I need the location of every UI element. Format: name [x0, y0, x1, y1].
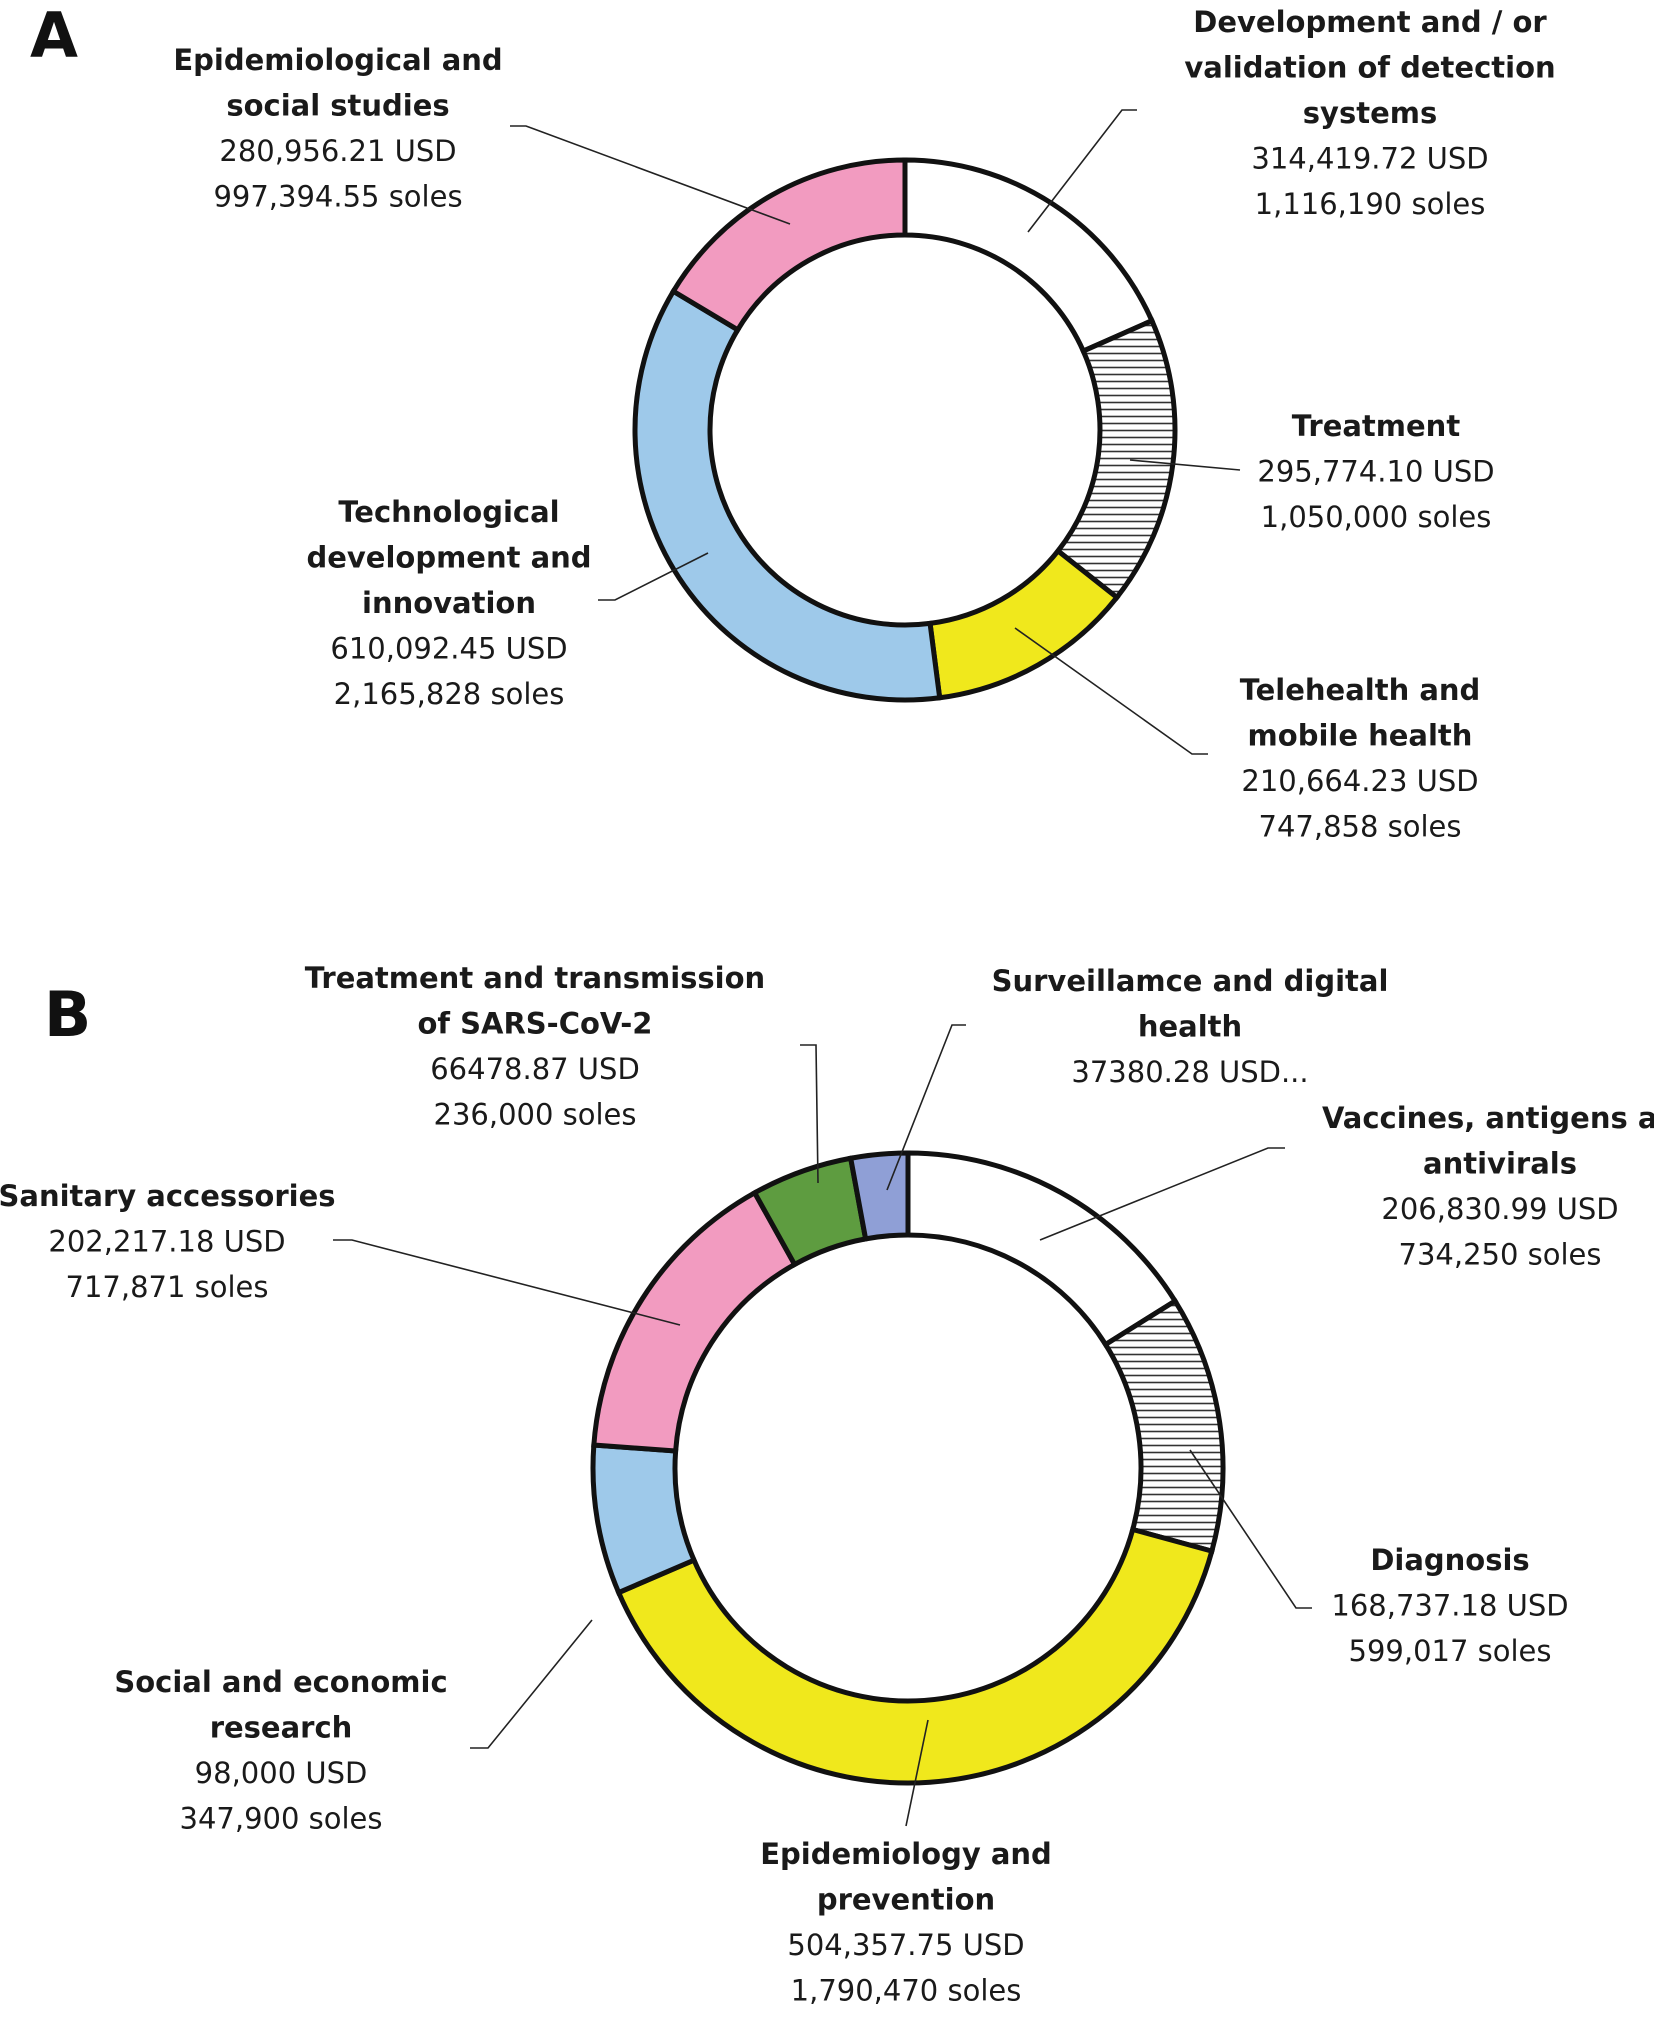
slice-label-social-and-economic-research-0: Social and economic [114, 1665, 447, 1699]
label-group-technological-development-and-innovation: Technological development and innovation 61… [306, 495, 709, 711]
label-group-epidemiological-and-social-studies: Epidemiological and social studies 280,956… [173, 43, 791, 225]
slice-label-technological-development-and-innovation-1: development and [306, 541, 591, 575]
slice-value-epidemiology-and-prevention-1: 1,790,470 soles [791, 1974, 1022, 2008]
slice-label-treatment-0: Treatment [1292, 409, 1461, 443]
slice-value-development-and-or-validation-of-detection-systems-0: 314,419.72 USD [1251, 142, 1488, 176]
slice-label-development-and-or-validation-of-detection-systems-2: systems [1303, 96, 1437, 130]
leader-line-social-and-economic-research [470, 1619, 593, 1749]
slice-label-treatment-and-transmission-of-sars-cov-2-1: of SARS-CoV-2 [418, 1007, 653, 1041]
leader-line-telehealth-and-mobile-health [1014, 627, 1208, 755]
slice-value-telehealth-and-mobile-health-0: 210,664.23 USD [1241, 764, 1478, 798]
slice-development-and-or-validation-of-detection-systems [902, 157, 1156, 355]
slice-value-telehealth-and-mobile-health-1: 747,858 soles [1259, 810, 1462, 844]
label-group-social-and-economic-research: Social and economic research 98,000 USD 347… [114, 1619, 593, 1836]
slice-sanitary-accessories [591, 1189, 799, 1454]
label-group-telehealth-and-mobile-health: Telehealth and mobile health 210,664.23 US… [1014, 627, 1481, 844]
slice-telehealth-and-mobile-health [927, 547, 1121, 701]
slice-label-diagnosis-0: Diagnosis [1370, 1543, 1529, 1577]
leader-line-treatment [1129, 459, 1241, 471]
slice-label-epidemiology-and-prevention-1: prevention [817, 1883, 995, 1917]
slice-value-treatment-and-transmission-of-sars-cov-2-1: 236,000 soles [434, 1098, 637, 1132]
slice-label-technological-development-and-innovation-2: innovation [362, 586, 536, 620]
slice-value-sanitary-accessories-0: 202,217.18 USD [48, 1225, 285, 1259]
donut-chart-a: Development and / or validation of detect… [173, 5, 1555, 844]
slice-value-vaccines-antigens-an-antivirals-0: 206,830.99 USD [1381, 1192, 1618, 1226]
slice-value-treatment-and-transmission-of-sars-cov-2-0: 66478.87 USD [430, 1052, 640, 1086]
leader-line-treatment-and-transmission-of-sars-cov-2 [800, 1044, 819, 1184]
slice-label-vaccines-antigens-an-antivirals-1: antivirals [1423, 1147, 1577, 1181]
label-group-diagnosis: Diagnosis 168,737.18 USD 599,017 soles [1189, 1449, 1569, 1668]
slice-value-treatment-1: 1,050,000 soles [1261, 500, 1492, 534]
slice-label-telehealth-and-mobile-health-1: mobile health [1248, 719, 1473, 753]
slice-value-technological-development-and-innovation-0: 610,092.45 USD [330, 632, 567, 666]
slice-value-social-and-economic-research-0: 98,000 USD [195, 1756, 368, 1790]
panel-letter-a: A [30, 0, 78, 72]
slice-label-treatment-and-transmission-of-sars-cov-2-0: Treatment and transmission [305, 961, 765, 995]
label-group-treatment-and-transmission-of-sars-cov-2: Treatment and transmission of SARS-CoV-2 6… [305, 961, 819, 1184]
slice-vaccines-antigens-an-antivirals [905, 1150, 1179, 1348]
donut-chart-b: Vaccines, antigens an antivirals 206,830.9… [0, 961, 1654, 2008]
slice-value-epidemiological-and-social-studies-0: 280,956.21 USD [219, 134, 456, 168]
label-group-development-and-or-validation-of-detection-systems: Development and / or validation of detect… [1027, 5, 1556, 233]
slice-epidemiology-and-prevention [615, 1526, 1215, 1786]
leader-line-vaccines-antigens-an-antivirals [1039, 1147, 1285, 1241]
label-group-sanitary-accessories: Sanitary accessories 202,217.18 USD 717,87… [0, 1179, 681, 1326]
label-group-vaccines-antigens-an-antivirals: Vaccines, antigens an antivirals 206,830.9… [1039, 1101, 1654, 1272]
slice-diagnosis [1102, 1297, 1226, 1555]
slice-epidemiological-and-social-studies [669, 157, 908, 334]
slice-label-development-and-or-validation-of-detection-systems-1: validation of detection [1184, 51, 1555, 85]
label-group-treatment: Treatment 295,774.10 USD 1,050,000 soles [1129, 409, 1495, 534]
slice-technological-development-and-innovation [632, 287, 943, 703]
slice-label-surveillamce-and-digital-health-1: health [1138, 1010, 1242, 1044]
slice-label-epidemiological-and-social-studies-0: Epidemiological and [173, 43, 502, 77]
panel-letter-b: B [44, 978, 91, 1051]
slice-label-telehealth-and-mobile-health-0: Telehealth and [1240, 673, 1481, 707]
slice-value-treatment-0: 295,774.10 USD [1257, 455, 1494, 489]
leader-line-surveillamce-and-digital-health [886, 1024, 966, 1191]
slice-label-vaccines-antigens-an-antivirals-0: Vaccines, antigens an [1322, 1101, 1654, 1135]
slice-value-sanitary-accessories-1: 717,871 soles [66, 1270, 269, 1304]
label-group-epidemiology-and-prevention: Epidemiology and prevention 504,357.75 USD… [760, 1719, 1052, 2008]
slice-value-epidemiology-and-prevention-0: 504,357.75 USD [787, 1928, 1024, 1962]
slice-label-epidemiology-and-prevention-0: Epidemiology and [760, 1837, 1052, 1871]
leader-line-diagnosis [1189, 1449, 1312, 1609]
slice-value-epidemiological-and-social-studies-1: 997,394.55 soles [213, 180, 462, 214]
label-group-surveillamce-and-digital-health: Surveillamce and digital health 37380.28 U… [886, 964, 1389, 1191]
slice-treatment [1054, 317, 1178, 601]
slice-value-diagnosis-0: 168,737.18 USD [1331, 1589, 1568, 1623]
slice-label-sanitary-accessories-0: Sanitary accessories [0, 1179, 336, 1213]
leader-line-development-and-or-validation-of-detection-systems [1027, 109, 1137, 233]
leader-line-epidemiology-and-prevention [905, 1719, 929, 1827]
slice-value-technological-development-and-innovation-1: 2,165,828 soles [334, 677, 565, 711]
leader-line-sanitary-accessories [333, 1239, 681, 1326]
slice-value-surveillamce-and-digital-health-0: 37380.28 USD... [1071, 1055, 1308, 1089]
slice-value-vaccines-antigens-an-antivirals-1: 734,250 soles [1399, 1238, 1602, 1272]
slice-value-diagnosis-1: 599,017 soles [1349, 1634, 1552, 1668]
leader-line-technological-development-and-innovation [598, 552, 709, 601]
slice-label-development-and-or-validation-of-detection-systems-0: Development and / or [1193, 5, 1547, 39]
slice-value-social-and-economic-research-1: 347,900 soles [180, 1802, 383, 1836]
slice-label-technological-development-and-innovation-0: Technological [338, 495, 559, 529]
leader-line-epidemiological-and-social-studies [510, 125, 791, 225]
slice-label-social-and-economic-research-1: research [210, 1711, 353, 1745]
slice-value-development-and-or-validation-of-detection-systems-1: 1,116,190 soles [1255, 187, 1486, 221]
slice-label-surveillamce-and-digital-health-0: Surveillamce and digital [992, 964, 1389, 998]
slice-label-epidemiological-and-social-studies-1: social studies [226, 89, 449, 123]
